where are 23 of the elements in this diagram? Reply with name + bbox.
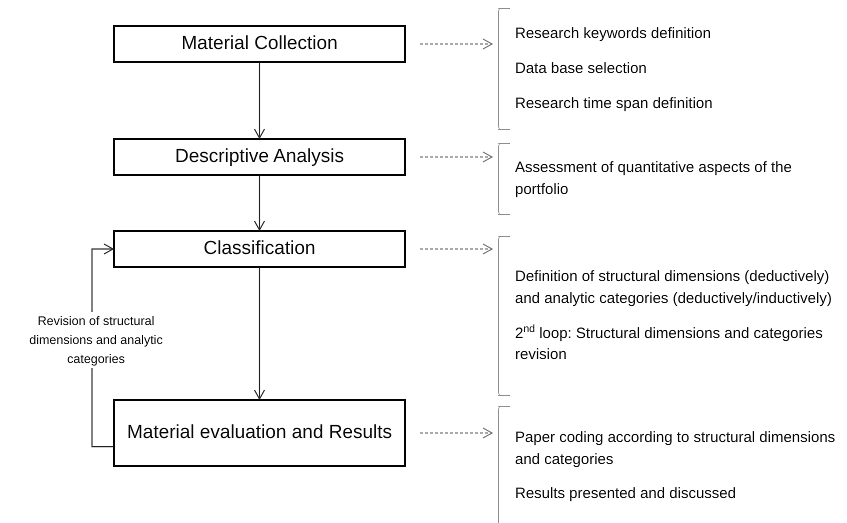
process-label: Descriptive Analysis — [175, 145, 344, 170]
dashed-arrow — [420, 427, 493, 439]
process-label: Material Collection — [181, 32, 338, 56]
process-box — [113, 25, 406, 63]
step-detail: Results presented and discussed — [515, 484, 737, 504]
arrow — [254, 176, 266, 231]
process-box — [113, 399, 406, 467]
process-label: Classification — [204, 237, 316, 262]
step-detail: 2$^{nd}$ loop: Structural dimensions and categories revision — [515, 322, 824, 366]
dashed-arrow — [420, 38, 493, 50]
step-detail: Definition of structural dimensions (deductively) and analytic categories (deductively/inductively) — [515, 267, 833, 309]
dashed-arrow — [420, 151, 493, 163]
step-detail: Paper coding according to structural dimensions and categories — [515, 428, 836, 470]
step-detail: Research keywords definition — [515, 24, 712, 44]
arrow — [254, 63, 266, 139]
process-box — [113, 230, 406, 268]
step-detail: Data base selection — [515, 59, 648, 80]
step-detail: Research time span definition — [515, 94, 714, 114]
process-label: Material evaluation and Results — [126, 421, 392, 446]
arrow — [254, 268, 266, 400]
dashed-arrow — [420, 243, 493, 255]
step-detail: Assessment of quantitative aspects of the portfolio — [515, 158, 793, 200]
process-box — [113, 138, 406, 176]
